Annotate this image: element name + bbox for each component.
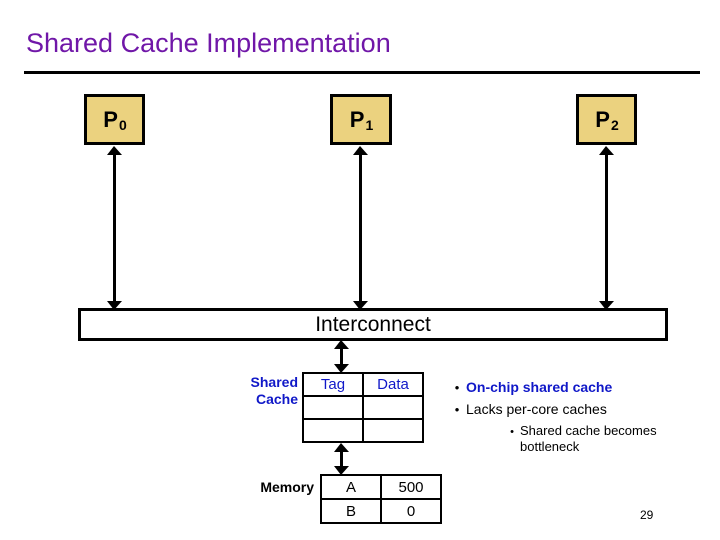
- memory-label: Memory: [260, 479, 314, 495]
- cache-cell-data: [362, 418, 424, 443]
- list-item-label: On-chip shared cache: [466, 379, 613, 395]
- double-arrow-icon-p0-interconnect: [107, 146, 122, 310]
- processor-label: P: [349, 106, 365, 132]
- list-item-label: Shared cache becomes bottleneck: [520, 423, 657, 454]
- table-row-header: Tag Data: [302, 372, 424, 397]
- list-item: • On-chip shared cache: [448, 378, 712, 397]
- interconnect-box: Interconnect: [78, 308, 668, 341]
- processor-label: P: [595, 106, 610, 132]
- table-row: [302, 395, 424, 420]
- arrow-shaft: [340, 346, 343, 367]
- double-arrow-icon-p1-interconnect: [353, 146, 368, 310]
- list-item-sub: • Shared cache becomes bottleneck: [504, 423, 712, 455]
- arrow-head-down: [599, 301, 614, 310]
- title-divider: [24, 71, 700, 74]
- arrow-head-up: [107, 146, 122, 155]
- arrow-head-up: [334, 340, 349, 349]
- processor-index: 0: [118, 116, 127, 133]
- arrow-head-down: [353, 301, 368, 310]
- cache-cell-data: [362, 395, 424, 420]
- shared-cache-table: Tag Data: [302, 372, 424, 443]
- processor-index: 1: [365, 116, 374, 133]
- arrow-head-up: [334, 443, 349, 452]
- arrow-head-up: [599, 146, 614, 155]
- memory-cell-addr: A: [320, 474, 382, 500]
- cache-header-tag: Tag: [302, 372, 364, 397]
- table-row: [302, 418, 424, 443]
- cache-cell-tag: [302, 395, 364, 420]
- double-arrow-icon-interconnect-cache: [334, 340, 349, 373]
- double-arrow-icon-p2-interconnect: [599, 146, 614, 310]
- arrow-shaft: [340, 449, 343, 469]
- shared-cache-label: Shared Cache: [222, 374, 298, 408]
- list-item: • Lacks per-core caches: [448, 400, 712, 419]
- shared-cache-label-line2: Cache: [255, 391, 298, 407]
- bullet-dot-icon: •: [454, 380, 460, 395]
- memory-cell-addr: B: [320, 498, 382, 524]
- arrow-head-down: [107, 301, 122, 310]
- memory-cell-value: 500: [380, 474, 442, 500]
- processor-label: P: [103, 106, 118, 132]
- list-item-label: Lacks per-core caches: [466, 401, 607, 417]
- cache-header-data: Data: [362, 372, 424, 397]
- arrow-shaft: [113, 152, 116, 304]
- interconnect-label: Interconnect: [315, 312, 431, 336]
- processor-index: 2: [610, 116, 619, 133]
- cache-cell-tag: [302, 418, 364, 443]
- page-title: Shared Cache Implementation: [26, 28, 391, 58]
- bullet-dot-icon: •: [454, 402, 460, 417]
- page-number: 29: [640, 508, 654, 522]
- table-row: A 500: [320, 474, 442, 500]
- bullet-dot-icon: •: [510, 426, 514, 438]
- shared-cache-label-line1: Shared: [250, 374, 298, 390]
- arrow-head-down: [334, 466, 349, 475]
- arrow-head-down: [334, 364, 349, 373]
- bullet-list: • On-chip shared cache • Lacks per-core …: [448, 378, 712, 458]
- arrow-shaft: [359, 152, 362, 304]
- arrow-head-up: [353, 146, 368, 155]
- double-arrow-icon-cache-memory: [334, 443, 349, 475]
- memory-cell-value: 0: [380, 498, 442, 524]
- arrow-shaft: [605, 152, 608, 304]
- memory-table: A 500 B 0: [320, 474, 442, 524]
- table-row: B 0: [320, 498, 442, 524]
